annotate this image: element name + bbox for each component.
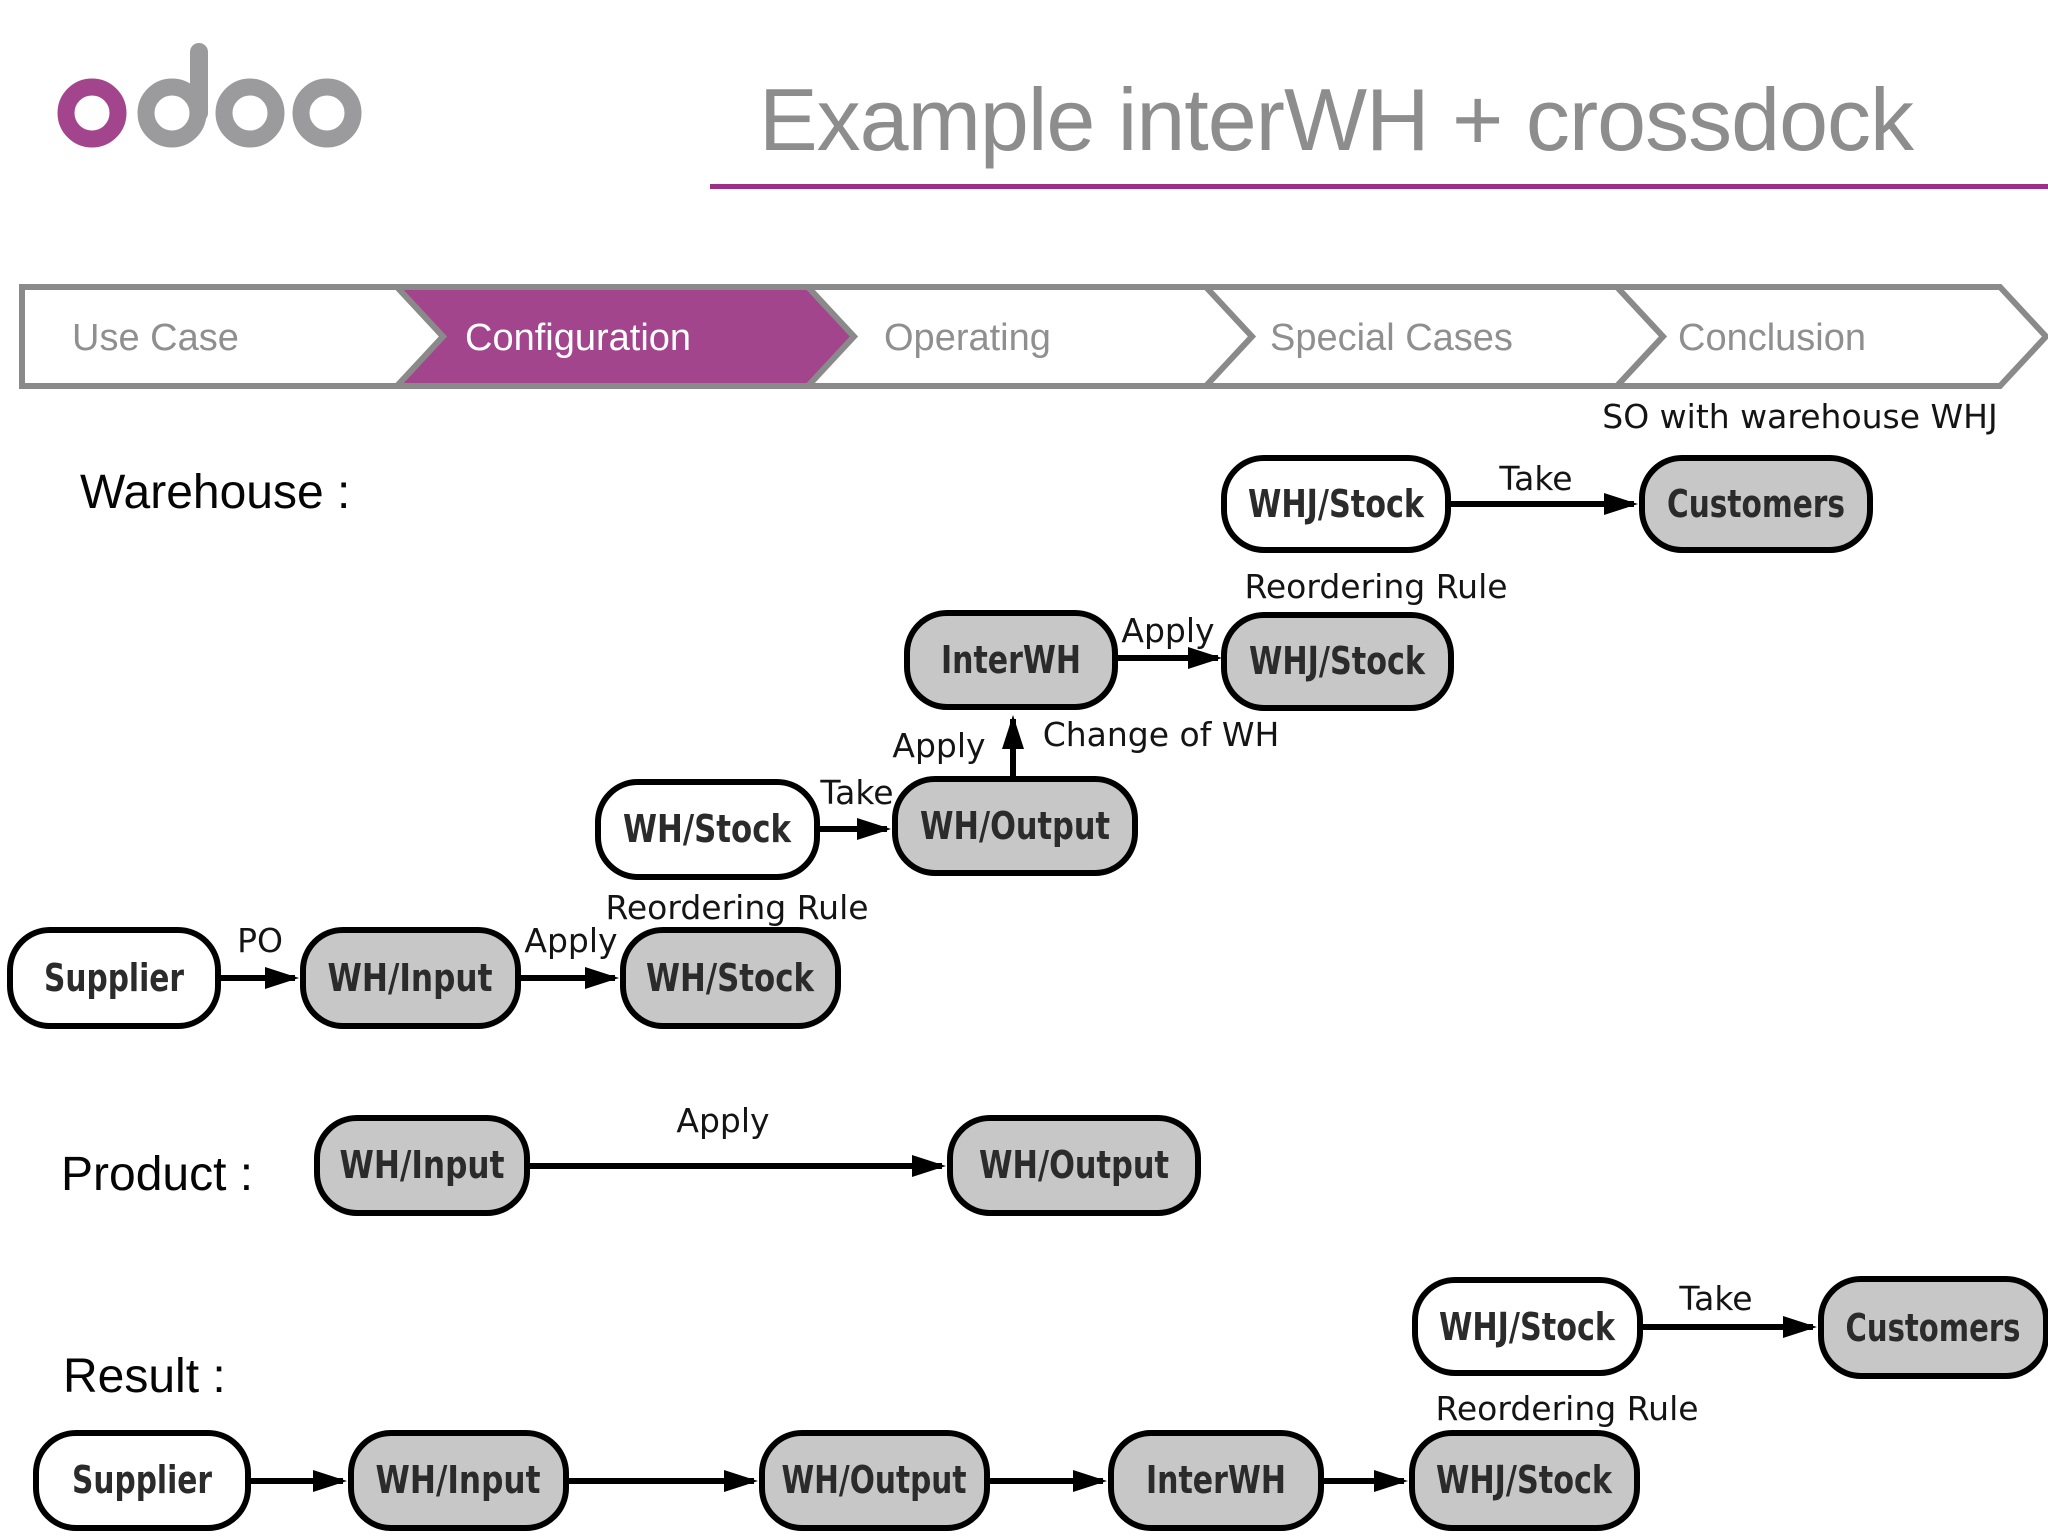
nav-step-special-cases[interactable]: Special Cases (1199, 284, 1668, 389)
step-nav: Use Case Configuration Operating Special… (19, 284, 2048, 389)
node-wh-output: WH/Output (892, 776, 1138, 876)
node-result-supplier-label: Supplier (72, 1458, 212, 1502)
edge-apply-bottom-label: Apply (524, 921, 617, 960)
node-result-customers-label: Customers (1846, 1306, 2021, 1350)
nav-step-operating-label: Operating (884, 317, 1051, 359)
nav-step-configuration-label: Configuration (465, 317, 691, 359)
edge-change-of-wh-label: Change of WH (1043, 715, 1280, 754)
so-note-label: SO with warehouse WHJ (1602, 397, 1997, 436)
nav-step-conclusion[interactable]: Conclusion (1610, 284, 2048, 389)
node-whj-stock-top-label: WHJ/Stock (1248, 482, 1425, 526)
logo-letter-o3 (292, 78, 362, 148)
node-whj-stock-mid-label: WHJ/Stock (1249, 639, 1426, 683)
warehouse-section-label: Warehouse : (80, 466, 350, 519)
nav-step-use-case[interactable]: Use Case (19, 284, 448, 389)
node-wh-output-shape (892, 776, 1138, 876)
node-product-wh-input: WH/Input (314, 1115, 530, 1216)
edge-po-label: PO (237, 921, 283, 960)
edge-apply-mid-label: Apply (1121, 611, 1214, 650)
node-result-whj-stock-shape (1409, 1430, 1640, 1531)
edge-take-top-label: Take (1498, 459, 1572, 498)
nav-step-configuration[interactable]: Configuration (390, 284, 859, 389)
odoo-logo (57, 43, 362, 148)
nav-step-special-cases-label: Special Cases (1270, 317, 1513, 359)
edge-take-mid-label: Take (819, 773, 893, 812)
node-result-interwh: InterWH (1108, 1430, 1324, 1531)
node-wh-input: WH/Input (300, 927, 521, 1029)
logo-letter-o1 (57, 78, 127, 148)
edge-result-reordering-label: Reordering Rule (1435, 1389, 1698, 1428)
node-interwh-label: InterWH (941, 638, 1081, 682)
node-supplier: Supplier (7, 927, 221, 1029)
logo-letter-o2 (215, 78, 285, 148)
node-wh-stock-white-label: WH/Stock (623, 807, 792, 851)
node-customers-top-shape (1639, 455, 1873, 553)
nav-step-conclusion-shape[interactable] (1610, 284, 2048, 389)
node-wh-output-label: WH/Output (920, 804, 1110, 848)
node-result-wh-input: WH/Input (348, 1430, 569, 1531)
result-section-label: Result : (63, 1350, 226, 1403)
edge-result-take-label: Take (1678, 1279, 1752, 1318)
node-result-whj-stock-top-label: WHJ/Stock (1439, 1305, 1616, 1349)
node-product-wh-output: WH/Output (947, 1115, 1201, 1216)
node-interwh: InterWH (904, 610, 1118, 710)
nav-step-use-case-label: Use Case (72, 317, 239, 359)
node-customers-top: Customers (1639, 455, 1873, 553)
node-wh-stock-gray-label: WH/Stock (646, 956, 815, 1000)
node-product-wh-output-shape (947, 1115, 1201, 1216)
node-wh-stock-gray: WH/Stock (620, 927, 841, 1029)
node-wh-stock-gray-shape (620, 927, 841, 1029)
node-wh-input-label: WH/Input (328, 956, 493, 1000)
warehouse-section: Warehouse : SO with warehouse WHJ WHJ/St… (7, 397, 1998, 1029)
node-result-supplier: Supplier (33, 1430, 251, 1531)
node-whj-stock-mid: WHJ/Stock (1221, 612, 1454, 711)
node-result-customers: Customers (1818, 1276, 2048, 1379)
node-customers-top-label: Customers (1667, 482, 1845, 526)
node-result-wh-output: WH/Output (759, 1430, 990, 1531)
node-result-whj-stock: WHJ/Stock (1409, 1430, 1640, 1531)
node-whj-stock-top: WHJ/Stock (1221, 455, 1451, 553)
result-section: Result : WHJ/Stock Take Customers Reorde… (33, 1276, 2048, 1531)
edge-product-apply-label: Apply (676, 1101, 769, 1140)
product-section-label: Product : (61, 1148, 253, 1201)
product-section: Product : WH/Input Apply WH/Output (61, 1101, 1201, 1216)
edge-reordering-bottom-label: Reordering Rule (605, 888, 868, 927)
node-product-wh-output-label: WH/Output (979, 1143, 1169, 1187)
node-result-interwh-label: InterWH (1146, 1458, 1286, 1502)
nav-step-operating[interactable]: Operating (801, 284, 1257, 389)
title-underline (710, 184, 2048, 189)
node-result-customers-shape (1818, 1276, 2048, 1379)
node-whj-stock-mid-shape (1221, 612, 1454, 711)
node-product-wh-input-label: WH/Input (340, 1143, 505, 1187)
node-wh-stock-white: WH/Stock (595, 779, 820, 880)
edge-reordering-top-label: Reordering Rule (1244, 567, 1507, 606)
edge-apply-up-label: Apply (892, 726, 985, 765)
node-result-whj-stock-label: WHJ/Stock (1436, 1458, 1613, 1502)
node-result-wh-output-label: WH/Output (782, 1458, 967, 1502)
page-title: Example interWH + crossdock (759, 70, 1915, 169)
node-result-whj-stock-top: WHJ/Stock (1412, 1277, 1643, 1376)
node-supplier-label: Supplier (44, 956, 184, 1000)
nav-step-conclusion-label: Conclusion (1678, 317, 1866, 359)
node-result-wh-input-label: WH/Input (376, 1458, 541, 1502)
